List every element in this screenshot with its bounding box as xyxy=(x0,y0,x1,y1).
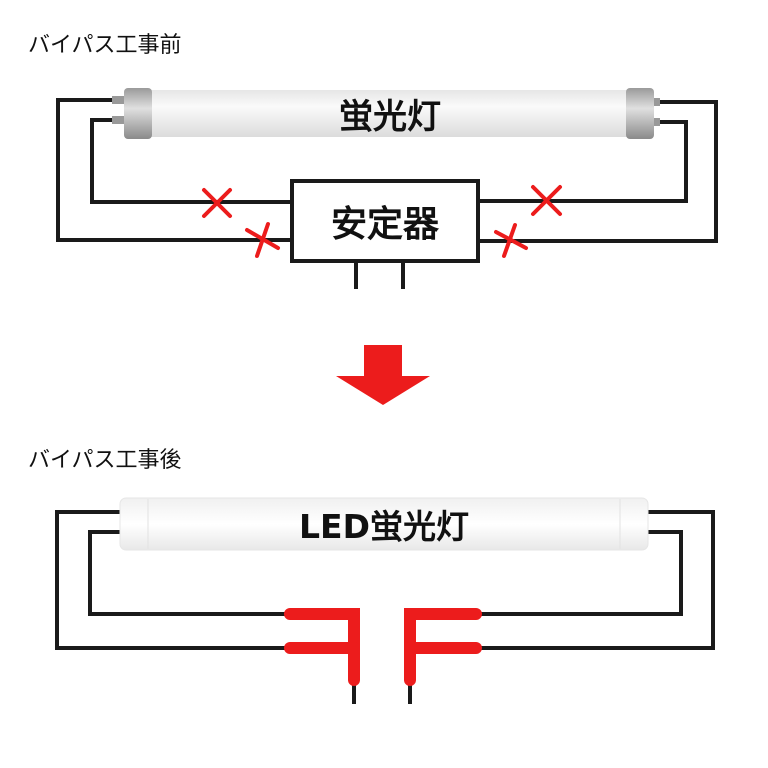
after-heading: バイパス工事後 xyxy=(28,448,182,473)
after-section: バイパス工事後 LED蛍光灯 xyxy=(28,448,715,704)
ballast-box xyxy=(290,179,480,263)
cut-x-icon xyxy=(531,185,562,216)
bypass-wire-right xyxy=(404,608,482,686)
pin-icon xyxy=(112,116,126,124)
tube-label: 蛍光灯 xyxy=(339,97,441,137)
left-outer-wire xyxy=(55,510,290,650)
down-arrow-icon xyxy=(336,345,430,405)
right-inner-wire xyxy=(478,120,688,203)
led-tube-body xyxy=(119,497,649,551)
before-section: バイパス工事前 蛍光灯 安定器 xyxy=(28,33,718,289)
left-inner-wire xyxy=(90,118,292,204)
fluorescent-tube: 蛍光灯 xyxy=(112,88,660,139)
cut-x-icon xyxy=(245,222,280,258)
bypass-connections xyxy=(284,608,482,686)
right-inner-wire xyxy=(476,530,683,616)
before-wires xyxy=(56,98,718,289)
pin-icon xyxy=(112,96,126,104)
right-outer-wire xyxy=(476,510,715,650)
tube-glass xyxy=(150,90,628,137)
before-heading: バイパス工事前 xyxy=(28,33,182,58)
tube-cap-right xyxy=(626,88,654,139)
cut-marks xyxy=(202,185,562,258)
ballast: 安定器 xyxy=(290,179,480,263)
cut-x-icon xyxy=(202,188,232,218)
right-outer-wire xyxy=(478,100,718,243)
left-inner-wire xyxy=(88,530,290,616)
bypass-wire-left xyxy=(284,608,360,686)
ballast-label: 安定器 xyxy=(331,204,440,245)
led-tube-label: LED蛍光灯 xyxy=(299,507,469,546)
cut-x-icon xyxy=(494,223,528,258)
led-tube: LED蛍光灯 xyxy=(119,497,649,551)
tube-cap-left xyxy=(124,88,152,139)
after-wires xyxy=(55,510,715,704)
left-outer-wire xyxy=(56,98,292,242)
